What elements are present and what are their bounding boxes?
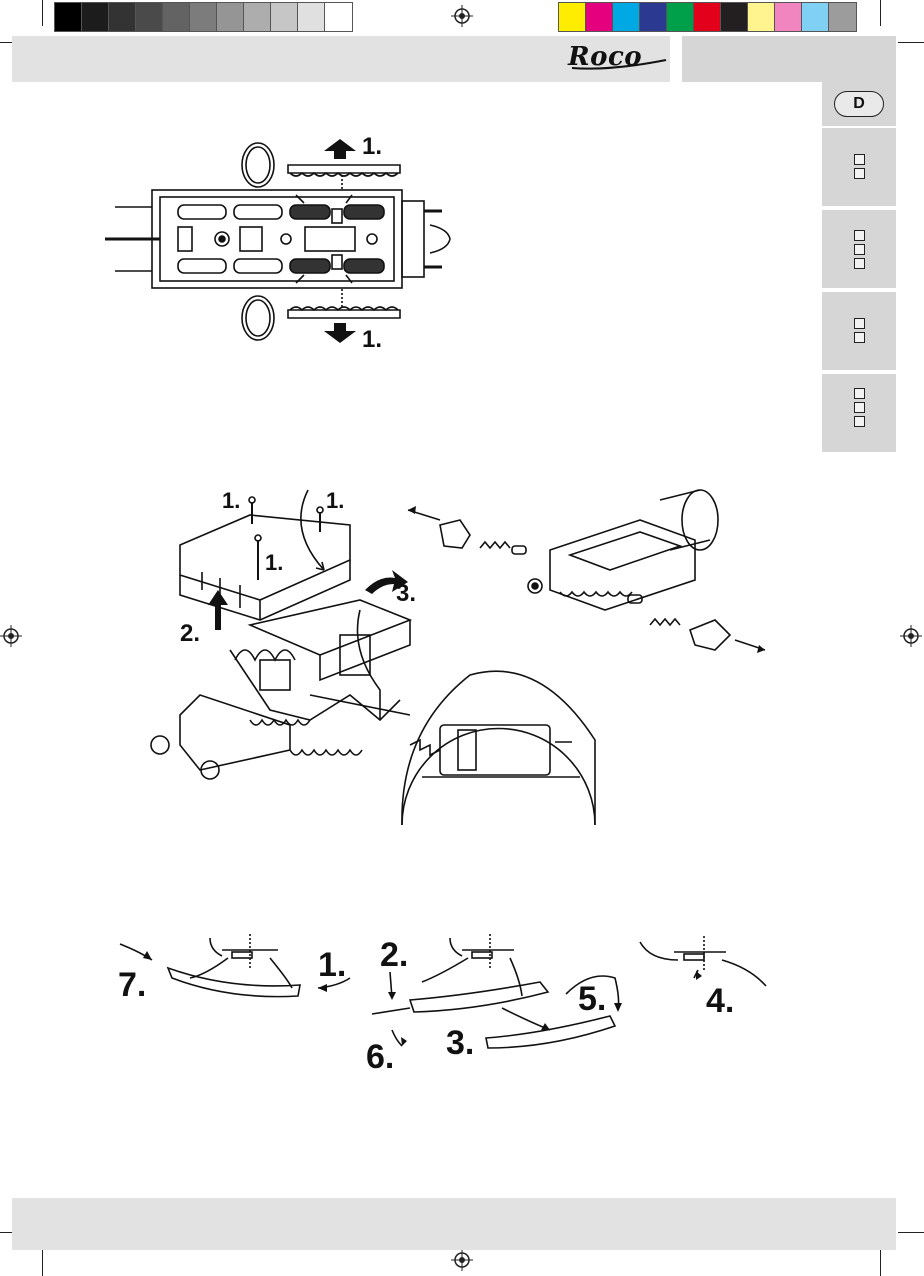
- registration-mark-icon: [900, 625, 922, 647]
- step-label: 3.: [446, 1024, 474, 1063]
- step-label: 2.: [180, 620, 200, 648]
- color-swatch: [217, 3, 244, 31]
- crop-mark: [880, 1250, 881, 1276]
- crop-mark: [42, 0, 43, 26]
- crop-mark: [898, 1232, 924, 1233]
- step-label: 6.: [366, 1038, 394, 1077]
- crop-mark: [880, 0, 881, 26]
- language-label: D: [834, 91, 884, 117]
- header-right-band: [682, 36, 896, 82]
- color-swatch: [55, 3, 82, 31]
- logo-swoosh-icon: [570, 58, 670, 72]
- footer-band: [12, 1198, 896, 1250]
- registration-mark-icon: [451, 1249, 473, 1271]
- color-swatch: [613, 3, 640, 31]
- color-swatch: [667, 3, 694, 31]
- color-swatch: [298, 3, 325, 31]
- color-swatch: [163, 3, 190, 31]
- color-swatch: [775, 3, 802, 31]
- screw-icon: [854, 416, 865, 427]
- step-label: 5.: [578, 980, 606, 1019]
- color-scale-bar: [558, 2, 857, 32]
- color-swatch: [109, 3, 136, 31]
- hand-icon: [854, 230, 865, 241]
- step-label: 1.: [362, 326, 382, 354]
- step-label: 1.: [265, 550, 283, 576]
- hand-icon: [854, 388, 865, 399]
- crop-mark: [898, 42, 924, 43]
- chassis-top-view-figure: [100, 135, 470, 355]
- gray-scale-bar: [54, 2, 353, 32]
- step-label: 1.: [362, 133, 382, 161]
- step-label: 1.: [318, 946, 346, 985]
- color-swatch: [325, 3, 352, 31]
- bulb-icon: [854, 244, 865, 255]
- grid-icon: [854, 168, 865, 179]
- step-label: 2.: [380, 936, 408, 975]
- side-tab-1[interactable]: [822, 128, 896, 206]
- crop-mark: [42, 1250, 43, 1276]
- color-swatch: [271, 3, 298, 31]
- step-label: 3.: [396, 580, 416, 608]
- color-swatch: [136, 3, 163, 31]
- body-removal-figure: [140, 480, 780, 825]
- side-tab-4[interactable]: [822, 374, 896, 452]
- color-swatch: [190, 3, 217, 31]
- language-tab[interactable]: D: [822, 82, 896, 126]
- step-label: 1.: [326, 488, 344, 514]
- color-swatch: [586, 3, 613, 31]
- color-swatch: [640, 3, 667, 31]
- step-label: 4.: [706, 982, 734, 1021]
- bulb-icon: [854, 402, 865, 413]
- screw-icon: [854, 332, 865, 343]
- color-swatch: [748, 3, 775, 31]
- color-swatch: [721, 3, 748, 31]
- side-tab-2[interactable]: [822, 210, 896, 288]
- color-swatch: [244, 3, 271, 31]
- color-swatch: [694, 3, 721, 31]
- registration-mark-icon: [451, 5, 473, 27]
- hand-icon: [854, 318, 865, 329]
- step-label: 1.: [222, 488, 240, 514]
- color-swatch: [802, 3, 829, 31]
- color-swatch: [82, 3, 109, 31]
- ruler-icon: [854, 154, 865, 165]
- color-swatch: [559, 3, 586, 31]
- color-swatch: [829, 3, 856, 31]
- side-tab-3[interactable]: [822, 292, 896, 370]
- registration-mark-icon: [0, 625, 22, 647]
- grid-icon: [854, 258, 865, 269]
- step-label: 7.: [118, 966, 146, 1005]
